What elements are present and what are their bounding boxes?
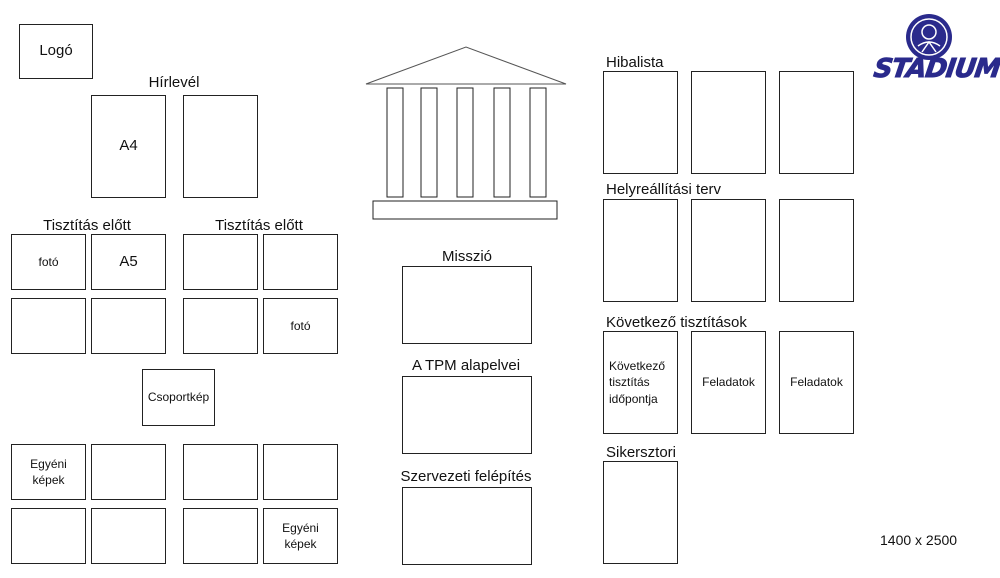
before-cleaning-a5-box: A5 xyxy=(91,234,166,290)
newsletter-a4-box: A4 xyxy=(91,95,166,198)
photo-label: fotó xyxy=(38,254,59,269)
newsletter-box-2 xyxy=(183,95,258,198)
individual-photos-label: Egyéni képek xyxy=(282,520,319,551)
before-cleaning-box-4 xyxy=(91,298,166,354)
individual-box-2 xyxy=(91,444,166,500)
tasks-box-1: Feladatok xyxy=(691,331,766,434)
heading-misszio: Misszió xyxy=(441,248,493,265)
stadium-logo: STADIUM xyxy=(871,12,1000,92)
org-structure-box xyxy=(402,487,532,565)
error-list-box-3 xyxy=(779,71,854,174)
dimensions-note: 1400 x 2500 xyxy=(880,532,958,548)
heading-sikersztori: Sikersztori xyxy=(606,444,677,461)
restoration-plan-box-2 xyxy=(691,199,766,302)
tpm-principles-box xyxy=(402,376,532,454)
heading-hibalista: Hibalista xyxy=(606,54,664,71)
error-list-box-1 xyxy=(603,71,678,174)
restoration-plan-box-3 xyxy=(779,199,854,302)
next-cleaning-date-label: Következő tisztítás időpontja xyxy=(609,359,666,406)
temple-icon xyxy=(365,46,567,220)
heading-tpm-alapelvei: A TPM alapelvei xyxy=(411,357,521,374)
individual-box-3 xyxy=(11,508,86,564)
a5-label: A5 xyxy=(119,252,138,270)
heading-helyreallitasi-terv: Helyreállítási terv xyxy=(606,181,722,198)
next-cleaning-date-box: Következő tisztítás időpontja xyxy=(603,331,678,434)
stadium-emblem-icon xyxy=(906,14,952,60)
group-photo-box: Csoportkép xyxy=(142,369,215,426)
before-cleaning-2-box-2 xyxy=(263,234,338,290)
individual-box-7 xyxy=(183,508,258,564)
success-story-box xyxy=(603,461,678,564)
logo-placeholder-label: Logó xyxy=(39,42,73,60)
heading-tisztitas-elott-1: Tisztítás előtt xyxy=(43,217,131,234)
before-cleaning-2-photo-box: fotó xyxy=(263,298,338,354)
stadium-logo-text: STADIUM xyxy=(871,54,1000,85)
before-cleaning-photo-box: fotó xyxy=(11,234,86,290)
before-cleaning-2-box-1 xyxy=(183,234,258,290)
heading-kovetkezo-tisztitasok: Következő tisztítások xyxy=(606,314,747,331)
individual-photos-box: Egyéni képek xyxy=(11,444,86,500)
before-cleaning-2-box-3 xyxy=(183,298,258,354)
heading-hirlevel: Hírlevél xyxy=(148,74,200,91)
newsletter-a4-label: A4 xyxy=(119,137,138,155)
logo-placeholder: Logó xyxy=(19,24,93,79)
before-cleaning-box-3 xyxy=(11,298,86,354)
tasks-label: Feladatok xyxy=(790,375,843,390)
photo-label: fotó xyxy=(290,318,311,333)
tasks-box-2: Feladatok xyxy=(779,331,854,434)
individual-photos-box-2: Egyéni képek xyxy=(263,508,338,564)
restoration-plan-box-1 xyxy=(603,199,678,302)
error-list-box-2 xyxy=(691,71,766,174)
heading-szervezeti-felepites: Szervezeti felépítés xyxy=(400,468,532,485)
heading-tisztitas-elott-2: Tisztítás előtt xyxy=(215,217,303,234)
individual-box-4 xyxy=(91,508,166,564)
group-photo-label: Csoportkép xyxy=(147,390,210,405)
mission-box xyxy=(402,266,532,344)
individual-box-6 xyxy=(263,444,338,500)
tasks-label: Feladatok xyxy=(702,375,755,390)
individual-photos-label: Egyéni képek xyxy=(30,456,67,487)
individual-box-5 xyxy=(183,444,258,500)
